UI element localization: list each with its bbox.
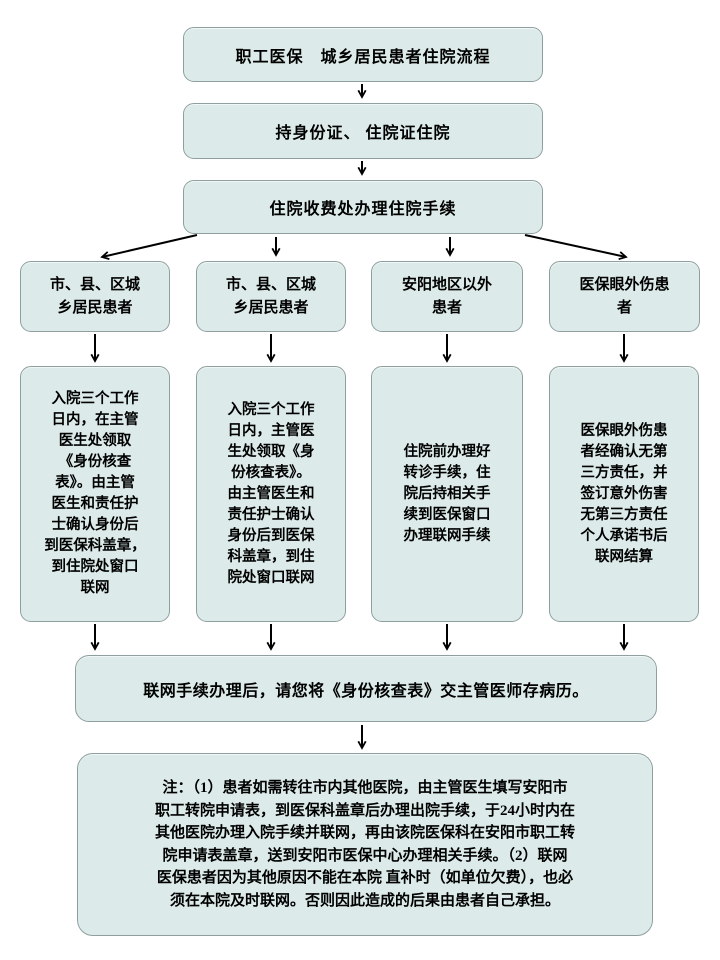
node-detail-eye-injury: 医保眼外伤患 者经确认无第 三方责任，并 签订意外伤害 无第三方责任 个人承诺书… (549, 366, 699, 622)
node-detail-outside-anyang: 住院前办理好 转诊手续，住 院后持相关手 续到医保窗口 办理联网手续 (371, 366, 523, 622)
node-branch-outside-anyang: 安阳地区以外 患者 (371, 261, 523, 332)
node-branch-eye-injury: 医保眼外伤患 者 (549, 261, 700, 332)
arrow-step3-to-branch4 (524, 234, 628, 261)
node-note: 注：（1）患者如需转往市内其他医院，由主管医生填写安阳市 职工转院申请表，到医保… (77, 753, 653, 936)
node-branch-urban-rural-1: 市、县、区城 乡居民患者 (20, 261, 170, 332)
node-detail-urban-rural-2: 入院三个工作 日内，主管医 生处领取《身 份核查表》。 由主管医生和 责任护士确… (196, 366, 346, 622)
node-process-title: 职工医保 城乡居民患者住院流程 (183, 27, 543, 82)
node-step-fee-office: 住院收费处办理住院手续 (183, 180, 543, 234)
node-merge-submit-form: 联网手续办理后，请您将《身份核查表》交主管医师存病历。 (75, 655, 657, 722)
node-branch-urban-rural-2: 市、县、区城 乡居民患者 (196, 261, 346, 332)
arrow-step3-to-branch1 (100, 234, 198, 260)
node-step-admission: 持身份证、 住院证住院 (183, 103, 543, 159)
node-detail-urban-rural-1: 入院三个工作 日内，在主管 医生处领取 《身份核查 表》。由主管 医生和责任护 … (20, 366, 170, 622)
